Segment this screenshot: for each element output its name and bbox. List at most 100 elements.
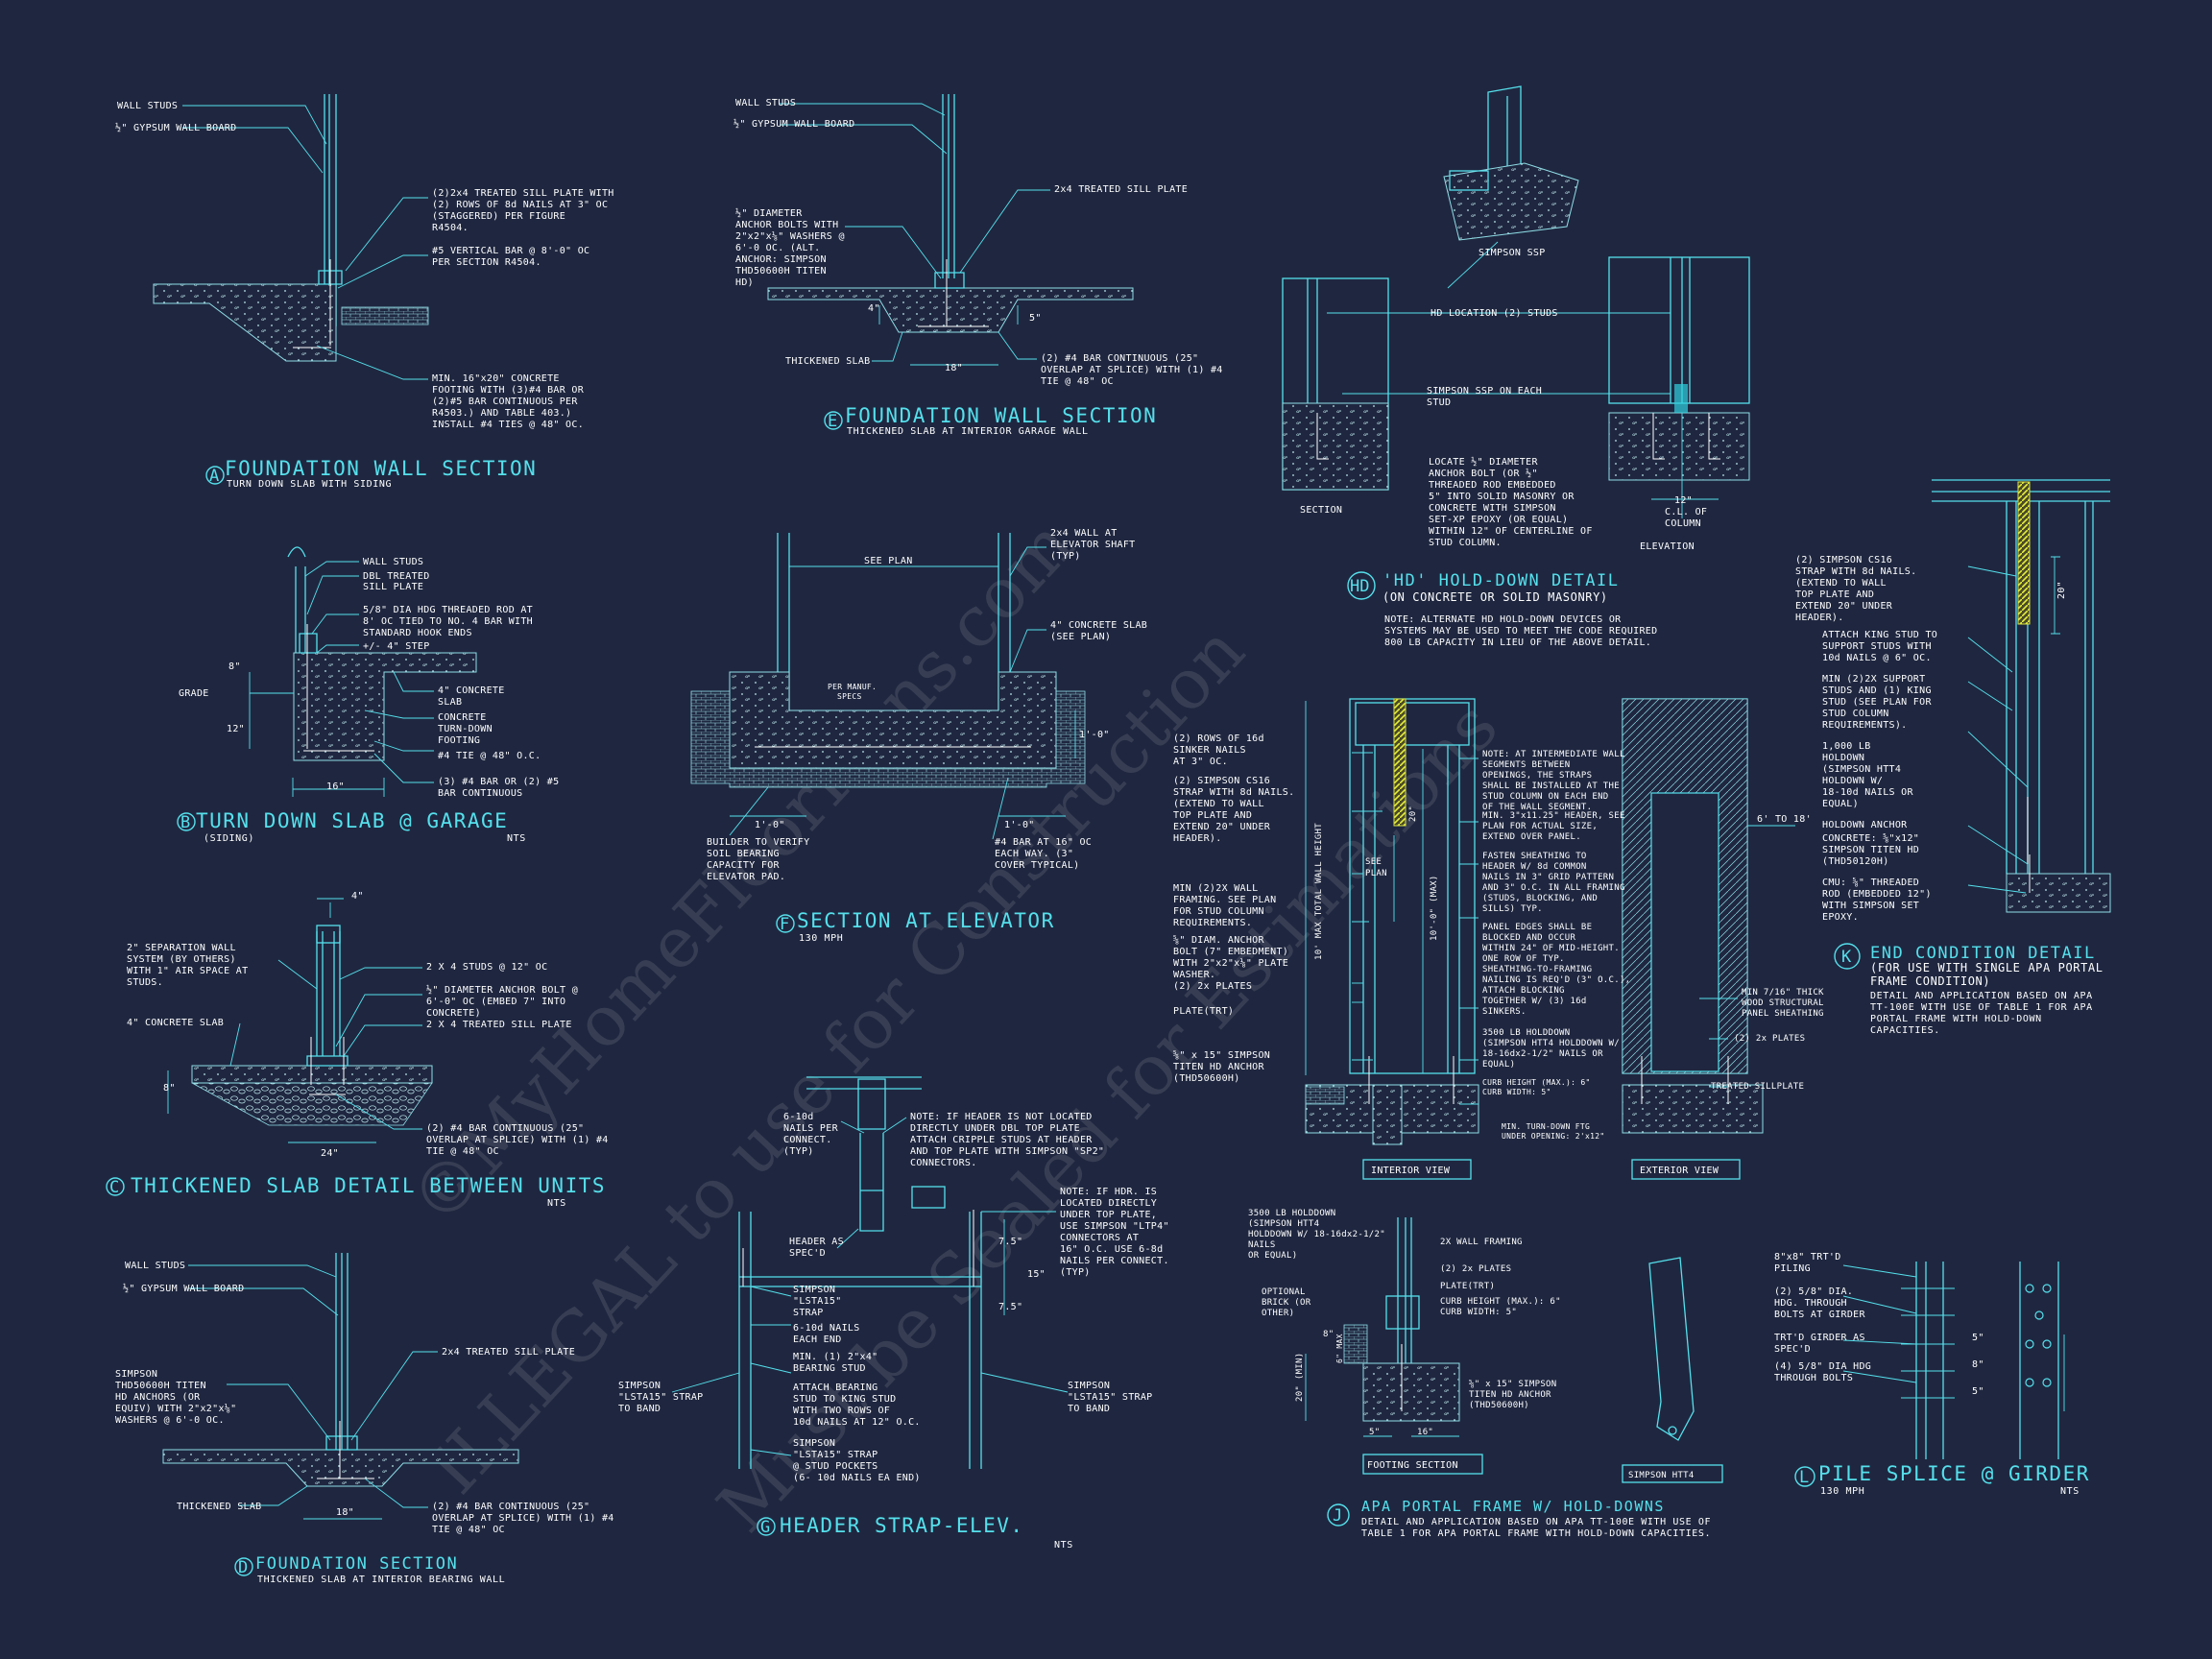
- label: 4" CONCRETE SLAB: [127, 1018, 224, 1028]
- detail-e-slab: [767, 287, 1134, 333]
- label: OVERLAP AT SPLICE) WITH (1) #4: [426, 1135, 609, 1145]
- detail-e-labels: WALL STUDS ½" GYPSUM WALL BOARD 2x4 TREA…: [733, 98, 1223, 387]
- label: THICKENED SLAB: [785, 356, 871, 367]
- label: HD ANCHORS (OR: [115, 1392, 201, 1403]
- label: 2x4 TREATED SILL PLATE: [1054, 184, 1188, 195]
- label: ANCHOR BOLT (OR ½": [1429, 468, 1538, 479]
- detail-c-title: THICKENED SLAB DETAIL BETWEEN UNITS: [131, 1174, 606, 1197]
- label: GRADE: [179, 688, 209, 699]
- label: ANCHOR: SIMPSON: [735, 254, 827, 265]
- detail-e-subtitle: THICKENED SLAB AT INTERIOR GARAGE WALL: [847, 426, 1089, 437]
- detail-f-letter: F: [780, 915, 789, 934]
- label: (2) ROWS OF 16d: [1173, 733, 1264, 744]
- label: TOGETHER W/ (3) 16d: [1482, 997, 1587, 1006]
- label: AND 3" O.C. IN ALL FRAMING: [1482, 883, 1625, 893]
- label: 4" CONCRETE: [438, 685, 505, 696]
- label: R4503.) AND TABLE 403.): [432, 408, 571, 419]
- label: WITH SIMPSON SET: [1822, 901, 1919, 911]
- dim: 5": [1029, 313, 1042, 324]
- detail-j-ext-footing: [1622, 1084, 1764, 1134]
- label: WITH 1" AIR SPACE AT: [127, 966, 248, 976]
- label: CONCRETE: ⅝"x12": [1822, 832, 1919, 844]
- label: BOLTS AT GIRDER: [1774, 1310, 1865, 1320]
- label: WOOD STRUCTURAL: [1742, 998, 1824, 1008]
- dim: 8": [163, 1083, 176, 1094]
- detail-d-slab: [162, 1449, 519, 1487]
- label: (2) SIMPSON CS16: [1173, 776, 1270, 786]
- label: (SIMPSON HTT4 HOLDDOWN W/: [1482, 1039, 1620, 1048]
- label: NAILS PER CONNECT.: [1060, 1256, 1169, 1266]
- dim: 16": [1417, 1428, 1433, 1437]
- label: (EXTEND TO WALL: [1795, 578, 1887, 589]
- label: EQUAL): [1482, 1060, 1515, 1070]
- dim: PLAN: [1365, 869, 1387, 878]
- label: SINKERS.: [1482, 1007, 1527, 1017]
- label: STUD COLUMN ON EACH END: [1482, 792, 1609, 802]
- detail-hd-letter: HD: [1350, 577, 1369, 596]
- label: 5/8" DIA HDG THREADED ROD AT: [363, 605, 533, 615]
- label: THD50600H TITEN: [115, 1381, 206, 1391]
- detail-k-strap: [2017, 481, 2031, 625]
- dim: 18": [945, 363, 963, 373]
- label: ½" DIAMETER ANCHOR BOLT @: [426, 984, 578, 996]
- label: OVERLAP AT SPLICE) WITH (1) #4: [1041, 365, 1223, 375]
- label: STANDARD HOOK ENDS: [363, 628, 472, 638]
- label: SIMPSON HTT4: [1628, 1471, 1695, 1480]
- label: EQUAL): [1822, 799, 1859, 809]
- label: (2)2x4 TREATED SILL PLATE WITH: [432, 188, 614, 199]
- label: HDG. THROUGH: [1774, 1298, 1847, 1309]
- label: MIN. (1) 2"x4": [793, 1352, 878, 1362]
- label: ATTACH BEARING: [793, 1382, 878, 1393]
- label: TO BAND: [618, 1404, 661, 1414]
- dim: 12": [227, 724, 245, 734]
- label: TREATED SILLPLATE: [1711, 1082, 1804, 1092]
- label: CMU: ⅝" THREADED: [1822, 877, 1919, 888]
- label: SEGMENTS BETWEEN: [1482, 760, 1571, 770]
- label: SOIL BEARING: [707, 849, 780, 859]
- label: NOTE: IF HDR. IS: [1060, 1187, 1157, 1197]
- label: "LSTA15" STRAP: [793, 1450, 878, 1460]
- label: ½" GYPSUM WALL BOARD: [115, 122, 236, 133]
- label: NOTE: IF HEADER IS NOT LOCATED: [910, 1112, 1093, 1122]
- label: FASTEN SHEATHING TO: [1482, 852, 1587, 861]
- label: EPOXY.: [1822, 912, 1859, 923]
- label: (2) #4 BAR CONTINUOUS (25": [1041, 353, 1198, 364]
- dim: 18": [336, 1507, 354, 1518]
- label: TRT'D GIRDER AS: [1774, 1333, 1865, 1343]
- label: AT 3" OC.: [1173, 757, 1228, 767]
- detail-k-labels: (2) SIMPSON CS16 STRAP WITH 8d NAILS. (E…: [1795, 555, 2067, 923]
- label: NAILS IN 3" GRID PATTERN: [1482, 873, 1614, 882]
- label: SUPPORT STUDS WITH: [1822, 641, 1932, 652]
- dim: 7.5": [998, 1302, 1022, 1312]
- detail-b-footing: [293, 652, 477, 761]
- label: PER MANUF.: [828, 683, 877, 691]
- detail-l-title: PILE SPLICE @ GIRDER: [1818, 1462, 2090, 1485]
- label: (2) 2x PLATES: [1734, 1034, 1805, 1044]
- label: CONNECTORS AT: [1060, 1233, 1139, 1243]
- label: (4) 5/8" DIA HDG: [1774, 1361, 1871, 1372]
- dim: SEE: [1365, 857, 1382, 867]
- label: 6'-0" OC (EMBED 7" INTO: [426, 997, 565, 1007]
- label: WITHIN 24" OF MID-HEIGHT.: [1482, 944, 1620, 953]
- label: SPEC'D: [1774, 1344, 1811, 1355]
- detail-e: WALL STUDS ½" GYPSUM WALL BOARD 2x4 TREA…: [733, 94, 1223, 437]
- label: 800 LB CAPACITY IN LIEU OF THE ABOVE DET…: [1384, 637, 1651, 648]
- label: EXTERIOR VIEW: [1640, 1166, 1719, 1176]
- label: INTERIOR VIEW: [1371, 1166, 1451, 1176]
- label: 4" CONCRETE SLAB: [1050, 620, 1147, 631]
- detail-g-scale: NTS: [1054, 1540, 1073, 1551]
- label: DIRECTLY UNDER DBL TOP PLATE: [910, 1123, 1080, 1134]
- detail-b-title: TURN DOWN SLAB @ GARAGE: [196, 809, 508, 832]
- label: SIMPSON: [618, 1381, 661, 1391]
- label: (TYP): [1060, 1267, 1091, 1278]
- label: SINKER NAILS: [1173, 745, 1246, 756]
- label: TOP PLATE AND: [1795, 589, 1874, 600]
- label: FOOTING: [438, 735, 480, 746]
- label: STUDS AND (1) KING: [1822, 685, 1932, 696]
- label: NAILS PER: [783, 1123, 839, 1134]
- label: EACH WAY. (3": [995, 849, 1073, 859]
- detail-g-labels: 6-10d NAILS PER CONNECT. (TYP) NOTE: IF …: [618, 1112, 1169, 1483]
- label: HOLDOWN: [1822, 753, 1864, 763]
- label: HEADER).: [1795, 613, 1844, 623]
- label: NOTE: ALTERNATE HD HOLD-DOWN DEVICES OR: [1384, 614, 1622, 625]
